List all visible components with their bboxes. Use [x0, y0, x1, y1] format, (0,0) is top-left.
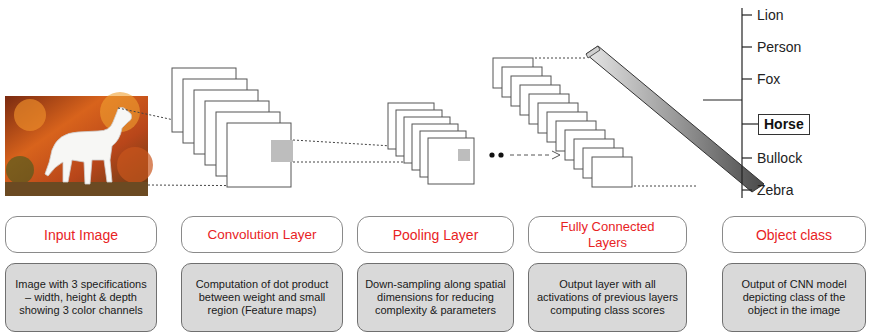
stage-title: Object class	[756, 227, 832, 243]
horse-photo	[5, 92, 153, 196]
conv-feature-maps	[172, 68, 293, 187]
class-label: Lion	[757, 7, 783, 24]
class-name: Horse	[764, 116, 804, 133]
stage-title: Convolution Layer	[208, 227, 317, 243]
class-label: Zebra	[757, 182, 794, 199]
pooled-maps	[388, 103, 474, 184]
stage-description-box: Output of CNN model depicting class of t…	[722, 263, 866, 332]
description-text: Computation of dot product between weigh…	[188, 278, 336, 317]
stage-title: Pooling Layer	[393, 227, 479, 243]
stage-title: Fully Connected Layers	[552, 219, 664, 250]
stage-description-box: Image with 3 specifications – width, hei…	[5, 263, 157, 332]
class-label: Bullock	[757, 150, 802, 167]
output-bar	[586, 46, 764, 192]
stage-title-box: Convolution Layer	[181, 216, 343, 253]
stage-title-box: Fully Connected Layers	[528, 216, 687, 253]
stage-title-box: Input Image	[5, 216, 157, 253]
selected-class-box: Horse	[758, 114, 810, 135]
stage-description-box: Computation of dot product between weigh…	[181, 263, 343, 332]
class-label: Person	[757, 39, 801, 56]
stage-title-box: Pooling Layer	[357, 216, 514, 253]
class-label: Fox	[757, 71, 780, 88]
stage-title: Input Image	[44, 227, 118, 243]
description-text: Output layer with all activations of pre…	[535, 278, 680, 317]
description-text: Output of CNN model depicting class of t…	[729, 278, 859, 317]
class-bracket	[703, 8, 758, 198]
stage-description-box: Output layer with all activations of pre…	[528, 263, 687, 332]
fc-stack	[493, 58, 632, 187]
continuation-dots	[489, 151, 560, 159]
description-text: Image with 3 specifications – width, hei…	[12, 278, 150, 317]
description-text: Down-sampling along spatial dimensions f…	[364, 278, 507, 317]
stage-description-box: Down-sampling along spatial dimensions f…	[357, 263, 514, 332]
stage-title-box: Object class	[722, 216, 866, 253]
